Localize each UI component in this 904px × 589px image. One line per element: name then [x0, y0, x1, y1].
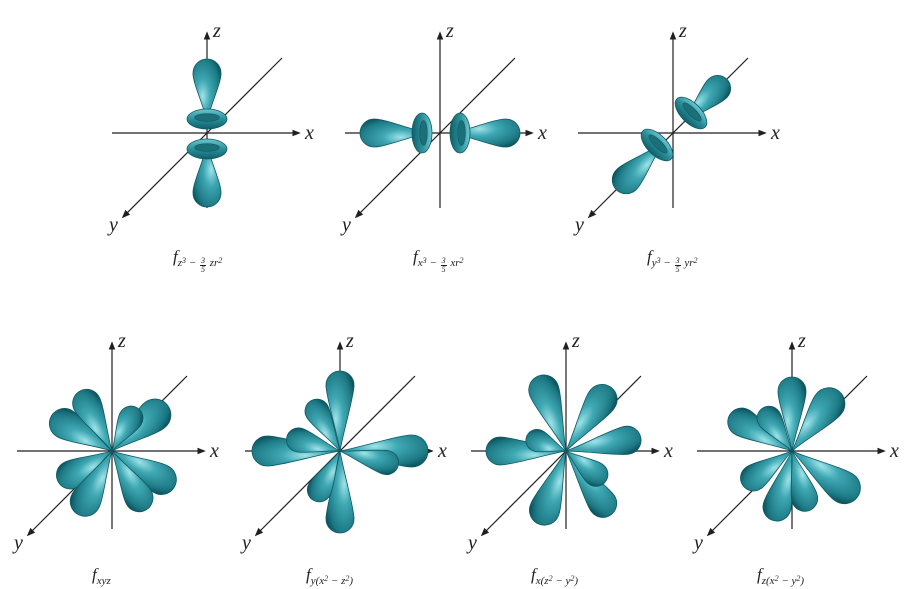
x-axis-label: x	[537, 122, 547, 144]
x-axis-label: x	[889, 440, 899, 462]
z-axis-label: z	[571, 330, 580, 352]
panel-f-z3: z x y	[107, 20, 314, 236]
ring-left	[412, 113, 432, 153]
z-axis-label: z	[345, 330, 354, 352]
x-axis-label: x	[437, 440, 447, 462]
y-axis-label: y	[692, 532, 703, 554]
z-axis-label: z	[117, 330, 126, 352]
axes: z x y	[573, 20, 780, 236]
label-f-z-x2-y2: fz(x2 − y2)	[757, 566, 804, 583]
ring-right	[450, 113, 470, 153]
x-axis-label: x	[304, 122, 314, 144]
axes: z x y	[692, 330, 899, 554]
z-axis-label: z	[212, 20, 221, 42]
orbital-panels: z x y z x y z x y z x y z x y z x y z x y	[12, 20, 899, 554]
label-f-xyz: fxyz	[92, 566, 111, 583]
ring-lower	[187, 139, 227, 159]
label-f-y-x2-z2: fy(x2 − z2)	[306, 566, 353, 583]
panel-f-x3: z x y	[340, 20, 547, 236]
y-axis-label: y	[12, 532, 23, 554]
x-axis-label: x	[663, 440, 673, 462]
x-axis-label: x	[770, 122, 780, 144]
z-axis-label: z	[678, 20, 687, 42]
z-axis-label: z	[797, 330, 806, 352]
ring-upper	[187, 109, 227, 129]
label-f-x-z2-y2: fx(z2 − y2)	[531, 566, 578, 583]
x-axis-label: x	[209, 440, 219, 462]
z-axis-label: z	[445, 20, 454, 42]
panel-f-xyz: z x y	[12, 330, 219, 554]
panel-f-y-x2-z2: z x y	[240, 330, 447, 554]
panel-f-y3: z x y	[573, 20, 780, 236]
panel-f-x-z2-y2: z x y	[466, 330, 673, 554]
y-axis-label: y	[466, 532, 477, 554]
y-axis-label: y	[573, 214, 584, 236]
panel-f-z-x2-y2: z x y	[692, 330, 899, 554]
y-axis-label: y	[107, 214, 118, 236]
y-axis-label: y	[340, 214, 351, 236]
y-axis-label: y	[240, 532, 251, 554]
